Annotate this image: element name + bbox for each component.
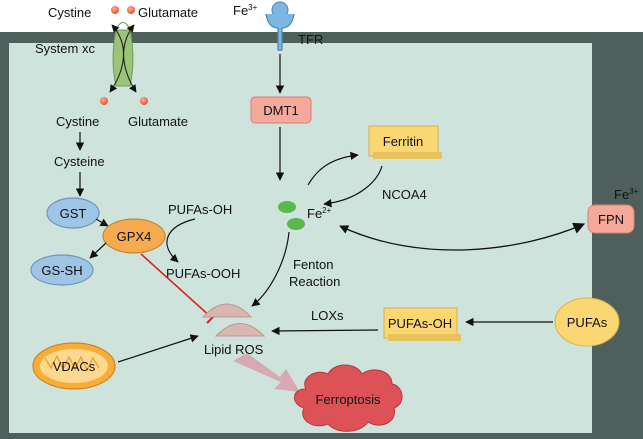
lipid-ros-label: Lipid ROS <box>204 342 264 357</box>
xc-exchange-arrow-2 <box>123 24 137 93</box>
tfr-receptor-icon <box>265 1 295 51</box>
glutamate-top-label: Glutamate <box>138 5 198 20</box>
fe3-top-label: Fe3+ <box>233 3 258 18</box>
arrow-fe2-to-fpn <box>339 222 586 251</box>
pufas-oh-right-shade <box>388 334 461 341</box>
arrow-fe2-to-ferritin <box>307 151 359 186</box>
ferritin-node-shade <box>373 152 442 159</box>
dmt1-label: DMT1 <box>263 103 298 118</box>
fpn-node <box>587 204 635 234</box>
arrow-fenton-to-lipid-ros <box>251 231 290 307</box>
arrow-lipid-ros-to-ferroptosis <box>233 353 300 392</box>
mitochondrion-icon <box>32 342 116 390</box>
lipid-ros-shape-top <box>201 303 253 318</box>
gpx4-node <box>102 218 166 254</box>
tfr-label: TFR <box>298 32 323 47</box>
pufas-label: PUFAs <box>567 315 608 330</box>
arrow-pufas-oh-to-pufas-ooh <box>166 218 196 263</box>
pufas-ooh-label: PUFAs-OOH <box>166 266 240 281</box>
glutamate-bottom-label: Glutamate <box>128 114 188 129</box>
system-xc-label: System xc <box>35 41 95 56</box>
fenton-label-2: Reaction <box>289 274 340 289</box>
lipid-ros-shape-bottom <box>214 323 266 337</box>
cystine-top-label: Cystine <box>48 5 91 20</box>
fe2-label: Fe2+ <box>307 206 332 221</box>
cloud-icon <box>294 364 403 432</box>
fe2-dot <box>287 218 305 230</box>
fe2-dot <box>278 201 296 213</box>
gs-sh-node <box>30 254 94 286</box>
cystine-bottom-label: Cystine <box>56 114 99 129</box>
pufas-node <box>554 297 620 347</box>
amino-acid-ball <box>100 97 108 105</box>
ferritin-node <box>368 125 439 157</box>
arrow-vdacs-to-lipid-ros <box>117 334 199 363</box>
arrow-gst-to-gpx4 <box>95 218 109 227</box>
amino-acid-ball <box>111 6 119 14</box>
arrow-gpx4-to-gssh <box>89 242 107 259</box>
arrow-ferritin-to-fe2 <box>323 165 383 208</box>
gst-label: GST <box>60 206 87 221</box>
fpn-label: FPN <box>598 212 624 227</box>
loxs-label: LOXs <box>311 308 344 323</box>
ferroptosis-label: Ferroptosis <box>315 392 381 407</box>
pufas-oh-right-label: PUFAs-OH <box>388 316 452 331</box>
dmt1-node <box>250 96 312 124</box>
fe3-right-label: Fe3+ <box>614 187 639 202</box>
gpx4-label: GPX4 <box>117 229 152 244</box>
inhibition-line-gpx4 <box>140 253 213 319</box>
fenton-label-1: Fenton <box>293 257 333 272</box>
cysteine-label: Cysteine <box>54 154 105 169</box>
amino-acid-ball <box>127 6 135 14</box>
vdacs-label: VDACs <box>53 359 96 374</box>
pufas-oh-left-label: PUFAs-OH <box>168 202 232 217</box>
amino-acid-ball <box>140 97 148 105</box>
gs-sh-label: GS-SH <box>41 263 82 278</box>
ferritin-label: Ferritin <box>383 134 423 149</box>
arrow-pufas-oh-to-lipid-ros <box>271 326 379 336</box>
ncoa4-label: NCOA4 <box>382 187 427 202</box>
gst-node <box>46 197 100 229</box>
